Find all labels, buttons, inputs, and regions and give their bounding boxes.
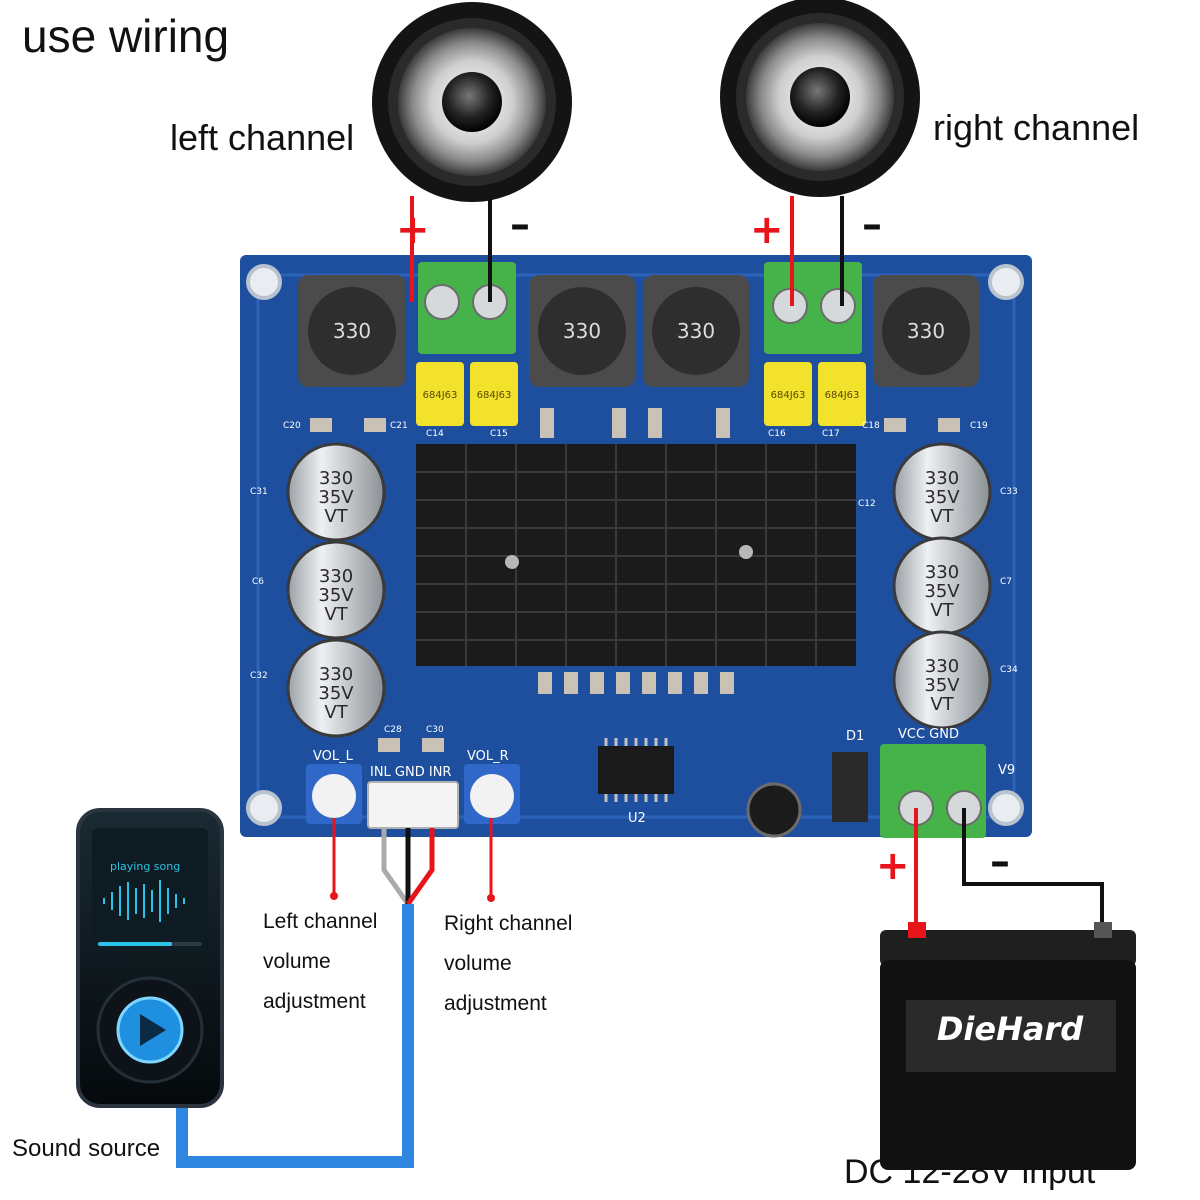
- svg-text:C28: C28: [384, 725, 402, 735]
- svg-text:C6: C6: [252, 577, 264, 587]
- sound-source-label: Sound source: [12, 1135, 161, 1162]
- svg-text:C7: C7: [1000, 577, 1012, 587]
- inductor-2-marking: 330: [563, 319, 601, 343]
- inductor-4-marking: 330: [907, 319, 945, 343]
- svg-text:C16: C16: [768, 429, 786, 439]
- power-header-label: VCC GND: [898, 727, 959, 742]
- svg-text:C33: C33: [1000, 487, 1018, 497]
- svg-text:C18: C18: [862, 421, 880, 431]
- left-volume-note-line: volume: [263, 950, 331, 973]
- svg-text:330: 330: [319, 566, 353, 587]
- power-input-label: DC 12-28V input: [844, 1153, 1096, 1191]
- svg-text:VT: VT: [324, 506, 348, 527]
- svg-text:35V: 35V: [318, 585, 354, 606]
- film-cap-2-marking: 684J63: [477, 390, 512, 401]
- svg-text:330: 330: [925, 656, 959, 677]
- svg-text:35V: 35V: [318, 683, 354, 704]
- svg-text:C17: C17: [822, 429, 840, 439]
- svg-text:VT: VT: [930, 694, 954, 715]
- left-speaker-minus-sign: –: [510, 202, 530, 248]
- audio-cable: [176, 904, 414, 1168]
- svg-text:35V: 35V: [924, 581, 960, 602]
- svg-text:C21: C21: [390, 421, 408, 431]
- left-volume-note-line: adjustment: [263, 990, 366, 1013]
- right-speaker-plus-sign: +: [750, 207, 784, 253]
- d1-label: D1: [846, 729, 864, 744]
- inductor-3-marking: 330: [677, 319, 715, 343]
- svg-text:330: 330: [319, 468, 353, 489]
- svg-text:330: 330: [319, 664, 353, 685]
- svg-text:VT: VT: [324, 604, 348, 625]
- svg-text:35V: 35V: [318, 487, 354, 508]
- inductor-1-marking: 330: [333, 319, 371, 343]
- svg-text:C20: C20: [283, 421, 301, 431]
- film-cap-1-marking: 684J63: [423, 390, 458, 401]
- vol-r-label: VOL_R: [467, 749, 509, 764]
- svg-text:35V: 35V: [924, 487, 960, 508]
- right-speaker-icon: [720, 0, 920, 197]
- amplifier-board: [240, 255, 1032, 838]
- battery-icon: [880, 922, 1136, 1170]
- svg-text:C34: C34: [1000, 665, 1018, 675]
- svg-text:C30: C30: [426, 725, 444, 735]
- svg-text:C15: C15: [490, 429, 508, 439]
- board-silkscreen: VOL_L VOL_R INL GND INR VCC GND V9 U2 D1: [313, 727, 1015, 826]
- vol-l-label: VOL_L: [313, 749, 354, 764]
- battery-minus-sign: –: [990, 839, 1010, 885]
- right-volume-note-line: Right channel: [444, 912, 573, 935]
- player-screen-text: playing song: [110, 860, 180, 873]
- svg-text:C19: C19: [970, 421, 988, 431]
- input-header-label: INL GND INR: [370, 765, 451, 780]
- diagram-title: use wiring: [22, 10, 230, 62]
- left-volume-note: Left channel volume adjustment: [263, 902, 377, 1022]
- svg-text:VT: VT: [324, 702, 348, 723]
- board-part-labels: C20 C21 C14 C15 C16 C17 C18 C19 C31 C6 C…: [250, 421, 1018, 735]
- left-volume-note-line: Left channel: [263, 910, 378, 933]
- u2-label: U2: [628, 811, 646, 826]
- v9-label: V9: [998, 763, 1015, 778]
- svg-text:C32: C32: [250, 671, 268, 681]
- svg-text:C31: C31: [250, 487, 268, 497]
- right-channel-label: right channel: [933, 107, 1140, 148]
- film-cap-4-marking: 684J63: [825, 390, 860, 401]
- left-speaker-icon: [372, 2, 572, 202]
- battery-brand: DieHard: [937, 1010, 1084, 1048]
- svg-text:330: 330: [925, 562, 959, 583]
- battery-plus-sign: +: [876, 843, 910, 889]
- right-volume-note: Right channel volume adjustment: [444, 904, 572, 1024]
- svg-text:C12: C12: [858, 499, 876, 509]
- film-cap-3-marking: 684J63: [771, 390, 806, 401]
- svg-text:VT: VT: [930, 600, 954, 621]
- right-speaker-minus-sign: –: [862, 202, 882, 248]
- svg-text:C14: C14: [426, 429, 444, 439]
- power-black-wire: [962, 808, 1104, 930]
- svg-text:VT: VT: [930, 506, 954, 527]
- right-volume-note-line: volume: [444, 952, 512, 975]
- left-channel-label: left channel: [170, 117, 355, 158]
- svg-text:35V: 35V: [924, 675, 960, 696]
- right-volume-note-line: adjustment: [444, 992, 547, 1015]
- sound-source-player-icon: [76, 808, 224, 1108]
- svg-text:330: 330: [925, 468, 959, 489]
